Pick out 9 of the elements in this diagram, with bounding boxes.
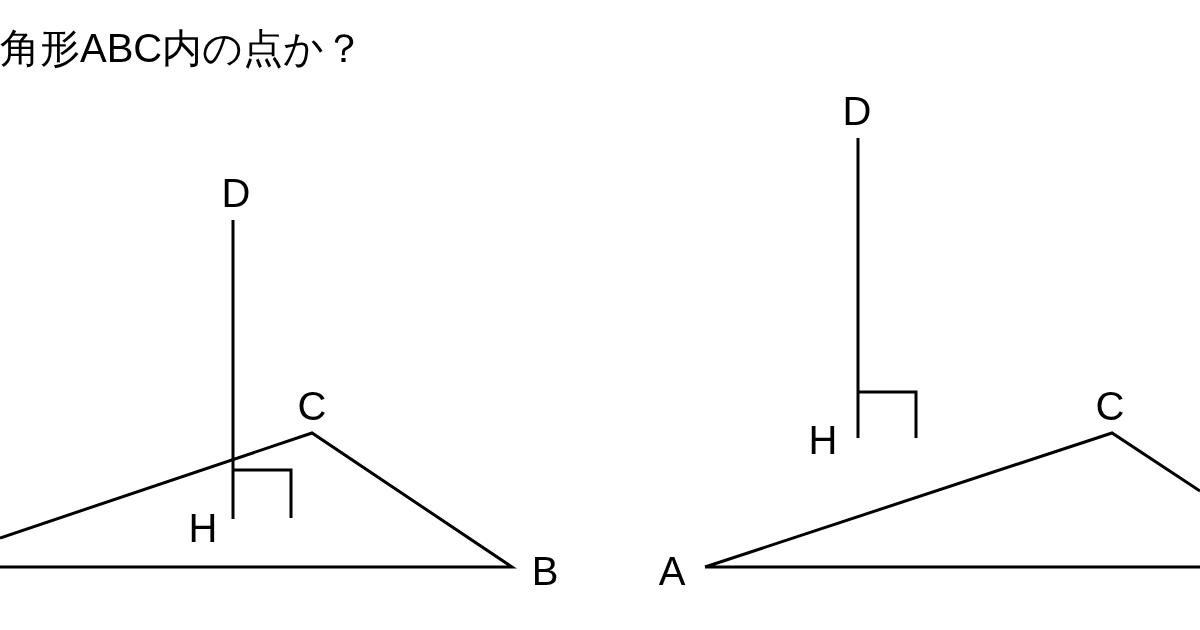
point-label: D	[221, 173, 251, 213]
point-label: H	[808, 420, 838, 460]
point-label: D	[842, 91, 872, 131]
point-label: C	[1095, 386, 1125, 426]
point-label: A	[658, 551, 686, 591]
point-label: B	[531, 551, 559, 591]
title: 角形ABC内の点か？	[0, 28, 365, 68]
point-label: C	[297, 386, 327, 426]
point-label: H	[188, 508, 218, 548]
